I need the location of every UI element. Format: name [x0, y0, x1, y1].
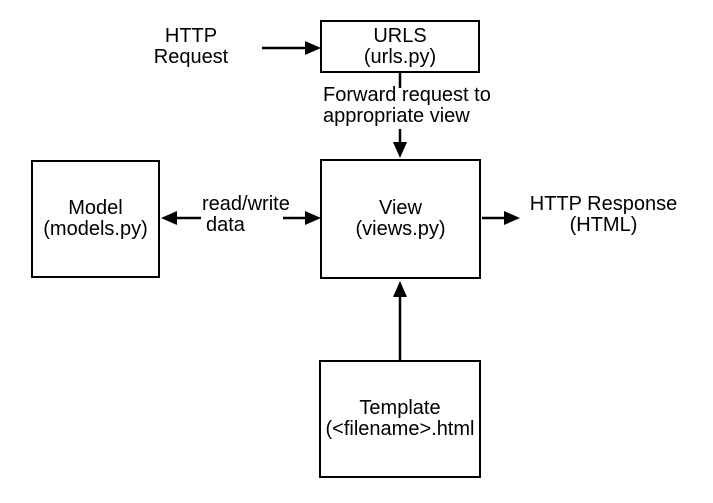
arrow-view-to-model — [161, 211, 201, 225]
read-write-data-label-line1: read/write — [202, 193, 290, 215]
arrow-http-request-to-urls — [262, 41, 321, 55]
arrow-view-to-http-response — [482, 211, 520, 225]
forward-request-label: Forward request to appropriate view — [323, 85, 491, 127]
template-box-title: Template — [359, 397, 441, 419]
arrow-template-to-view — [393, 281, 407, 360]
read-write-data-label-line2: data — [206, 214, 245, 236]
http-request-label-line2: Request — [153, 46, 229, 68]
forward-request-label-line2: appropriate view — [323, 105, 470, 127]
urls-box: URLS (urls.py) — [320, 20, 480, 73]
urls-box-title: URLS — [373, 24, 427, 47]
template-box-subtitle: (<filename>.html — [325, 418, 475, 440]
view-box-subtitle: (views.py) — [355, 218, 446, 240]
model-box: Model (models.py) — [31, 160, 160, 278]
view-box: View (views.py) — [320, 159, 481, 279]
http-response-label: HTTP Response (HTML) — [521, 194, 686, 236]
urls-box-subtitle: (urls.py) — [363, 45, 437, 68]
forward-request-label-line1: Forward request to — [323, 84, 491, 106]
view-box-title: View — [379, 197, 422, 219]
connector-urls-to-view — [393, 72, 407, 158]
http-request-label-line1: HTTP — [164, 25, 218, 47]
arrow-model-to-view — [283, 211, 321, 225]
model-box-subtitle: (models.py) — [43, 218, 148, 240]
http-request-label: HTTP Request — [136, 26, 246, 68]
template-box: Template (<filename>.html — [319, 360, 481, 478]
model-box-title: Model — [68, 197, 123, 219]
http-response-label-line2: (HTML) — [569, 214, 638, 236]
http-response-label-line1: HTTP Response — [529, 193, 678, 215]
read-write-data-label: read/write data — [202, 194, 290, 236]
